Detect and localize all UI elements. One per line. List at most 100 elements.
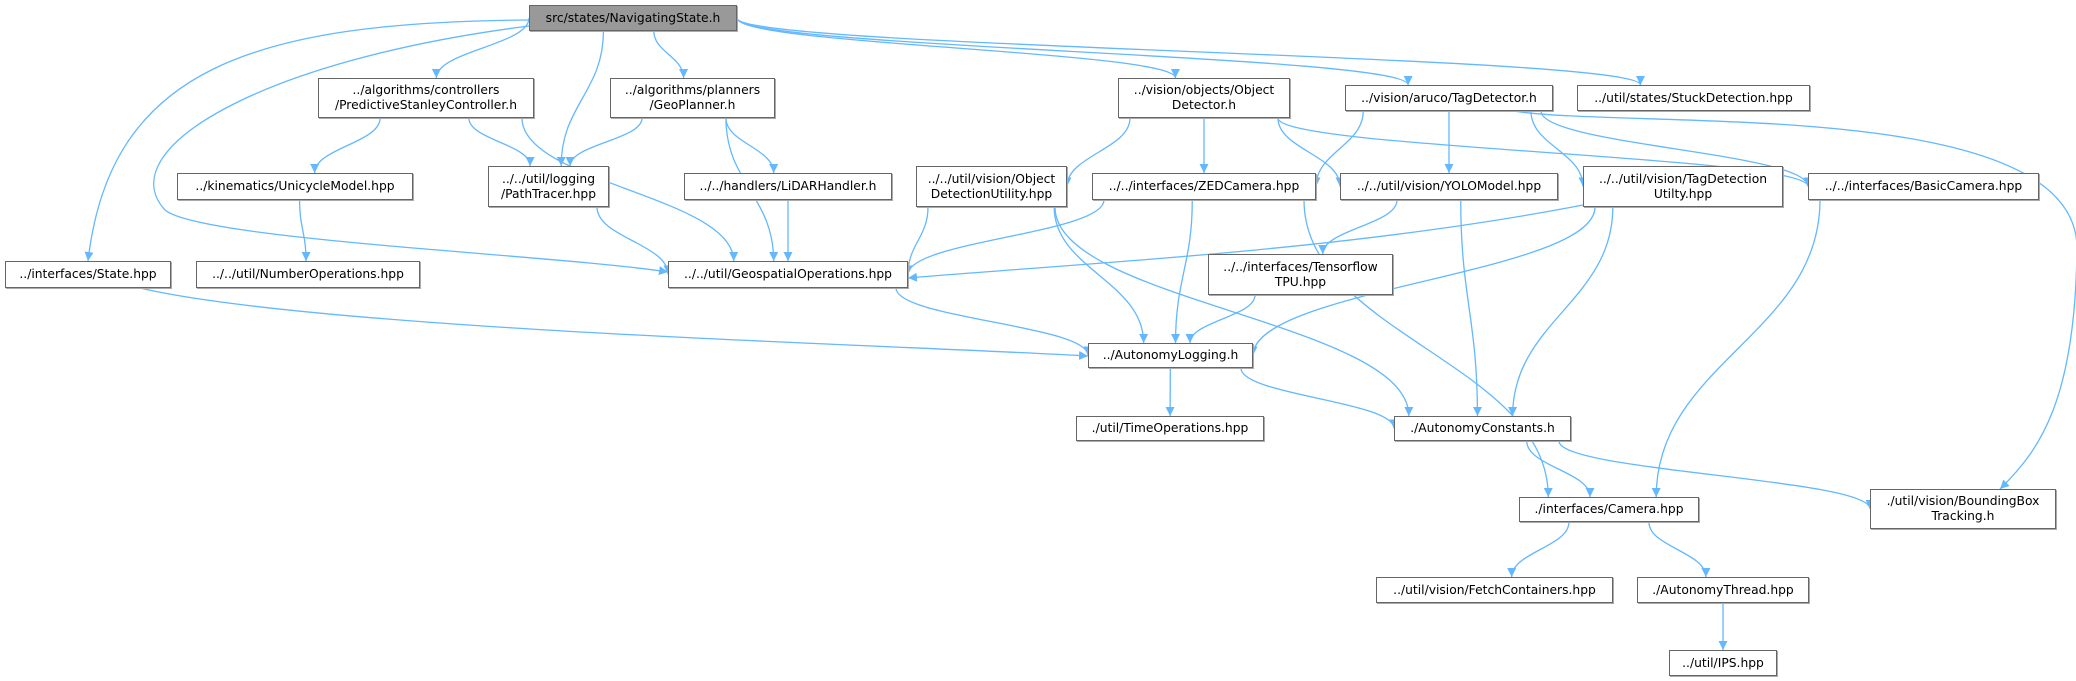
node-label-line: ../../util/GeospatialOperations.hpp — [684, 267, 892, 281]
edge-camera-to-fetch-containers — [1507, 521, 1570, 578]
node-label-line: src/states/NavigatingState.h — [545, 10, 721, 25]
node-label: ./AutonomyThread.hpp — [1652, 583, 1794, 598]
edge-geo-planner-to-lidar-handler — [725, 117, 779, 174]
node-label-line: /PredictiveStanleyController.h — [334, 98, 518, 112]
edge-root-to-geo-planner — [653, 30, 689, 79]
node-label-line: /GeoPlanner.h — [649, 98, 736, 112]
node-label-line: ../../interfaces/Tensorflow — [1223, 259, 1378, 274]
edge-root-to-predictive-stanley — [431, 17, 530, 79]
edge-path-tracer-to-geospatial-operations — [596, 206, 673, 275]
node-label-line: ../util/vision/FetchContainers.hpp — [1393, 582, 1596, 597]
node-ips[interactable]: ../util/IPS.hpp — [1669, 650, 1777, 676]
node-label-line: ../interfaces/State.hpp — [19, 267, 157, 281]
node-zed-camera[interactable]: ../../interfaces/ZEDCamera.hpp — [1092, 173, 1316, 200]
node-camera[interactable]: ./interfaces/Camera.hpp — [1519, 497, 1699, 522]
node-label-line: ../../handlers/LiDARHandler.h — [699, 179, 877, 193]
node-lidar-handler[interactable]: ../../handlers/LiDARHandler.h — [684, 173, 892, 200]
edge-root-to-state — [84, 19, 530, 262]
edge-predictive-stanley-to-unicycle-model — [310, 117, 381, 174]
node-geospatial-operations[interactable]: ../../util/GeospatialOperations.hpp — [668, 261, 908, 288]
node-number-operations[interactable]: ../../util/NumberOperations.hpp — [196, 261, 420, 288]
node-label-line: ../kinematics/UnicycleModel.hpp — [195, 179, 395, 193]
node-label-line: ../AutonomyLogging.h — [1102, 348, 1239, 362]
node-yolo-model[interactable]: ../../util/vision/YOLOModel.hpp — [1340, 173, 1558, 200]
node-label-line: Tracking.h — [1931, 509, 1995, 523]
node-time-operations[interactable]: ./util/TimeOperations.hpp — [1076, 416, 1264, 441]
edge-root-to-path-tracer — [556, 30, 605, 167]
node-label-line: DetectionUtility.hpp — [930, 186, 1053, 201]
node-state[interactable]: ../interfaces/State.hpp — [5, 261, 171, 288]
node-predictive-stanley[interactable]: ../algorithms/controllers/PredictiveStan… — [318, 78, 534, 118]
node-tag-detector[interactable]: ../vision/aruco/TagDetector.h — [1345, 85, 1553, 111]
edge-predictive-stanley-to-geospatial-operations — [521, 117, 739, 262]
node-label: ../../interfaces/BasicCamera.hpp — [1825, 179, 2022, 194]
edge-root-to-geospatial-operations — [153, 25, 669, 276]
edge-tag-detector-to-zed-camera — [1311, 110, 1364, 187]
node-label: ../../util/GeospatialOperations.hpp — [684, 267, 892, 282]
edge-geo-planner-to-path-tracer — [565, 117, 643, 167]
node-autonomy-logging[interactable]: ../AutonomyLogging.h — [1088, 343, 1253, 368]
edge-object-detection-utility-to-autonomy-logging — [1053, 206, 1149, 344]
node-label-line: /PathTracer.hpp — [500, 186, 597, 201]
edge-object-detection-utility-to-autonomy-constants — [1054, 206, 1414, 417]
node-label: ../util/vision/FetchContainers.hpp — [1393, 583, 1596, 598]
edge-tag-detector-to-tag-detection-utility — [1530, 110, 1588, 187]
node-label-line: ../vision/aruco/TagDetector.h — [1361, 90, 1537, 105]
node-basic-camera[interactable]: ../../interfaces/BasicCamera.hpp — [1808, 173, 2039, 200]
node-label: ../util/IPS.hpp — [1682, 656, 1764, 671]
edge-root-to-tag-detector — [736, 17, 1413, 86]
edge-tag-detection-utility-to-geospatial-operations — [907, 204, 1584, 282]
node-label-line: ../algorithms/controllers — [352, 83, 500, 97]
node-label-line: ../util/states/StuckDetection.hpp — [1594, 90, 1793, 105]
node-label-line: ./AutonomyConstants.h — [1410, 421, 1555, 435]
node-geo-planner[interactable]: ../algorithms/planners/GeoPlanner.h — [610, 78, 775, 118]
node-label-line: ../../util/vision/YOLOModel.hpp — [1356, 179, 1542, 193]
node-label-line: ../algorithms/planners — [624, 83, 761, 97]
node-stuck-detection[interactable]: ../util/states/StuckDetection.hpp — [1577, 85, 1810, 111]
node-path-tracer[interactable]: ../../util/logging/PathTracer.hpp — [488, 166, 609, 207]
node-autonomy-constants[interactable]: ./AutonomyConstants.h — [1394, 416, 1571, 441]
edge-object-detector-to-object-detection-utility — [1062, 117, 1131, 187]
edge-autonomy-constants-to-bounding-box-tracking — [1558, 440, 1875, 510]
node-label: ../algorithms/planners/GeoPlanner.h — [625, 83, 760, 113]
edge-tag-detection-utility-to-autonomy-logging — [1248, 206, 1596, 356]
node-fetch-containers[interactable]: ../util/vision/FetchContainers.hpp — [1376, 577, 1613, 603]
edge-unicycle-model-to-number-operations — [298, 199, 311, 262]
edge-tag-detector-to-basic-camera — [1540, 110, 1813, 187]
edge-yolo-model-to-autonomy-constants — [1460, 199, 1482, 417]
node-label-line: Utilty.hpp — [1653, 186, 1713, 201]
node-label: ../kinematics/UnicycleModel.hpp — [195, 179, 394, 194]
edge-camera-to-autonomy-thread — [1648, 521, 1711, 578]
node-label: ../../handlers/LiDARHandler.h — [700, 179, 877, 194]
edge-basic-camera-to-camera — [1651, 199, 1821, 498]
node-label: ./AutonomyConstants.h — [1410, 421, 1555, 436]
node-autonomy-thread[interactable]: ./AutonomyThread.hpp — [1637, 577, 1809, 603]
edge-yolo-model-to-tensorflow-t-p-u — [1318, 199, 1398, 255]
node-label-line: ../../util/NumberOperations.hpp — [212, 267, 404, 281]
node-unicycle-model[interactable]: ../kinematics/UnicycleModel.hpp — [177, 173, 413, 200]
node-label-line: ../../util/vision/TagDetection — [1598, 171, 1768, 186]
edge-zed-camera-to-autonomy-logging — [1171, 199, 1193, 344]
node-label: ../../interfaces/ZEDCamera.hpp — [1109, 179, 1300, 194]
node-label: ../vision/aruco/TagDetector.h — [1361, 91, 1537, 106]
edge-object-detection-utility-to-geospatial-operations — [903, 206, 929, 275]
node-label: ../../util/logging/PathTracer.hpp — [501, 172, 596, 202]
node-label-line: TPU.hpp — [1274, 274, 1327, 289]
node-root: src/states/NavigatingState.h — [529, 5, 737, 31]
node-label: ../algorithms/controllers/PredictiveStan… — [335, 83, 517, 113]
edge-root-to-object-detector — [736, 17, 1180, 79]
node-label: ../../util/vision/YOLOModel.hpp — [1357, 179, 1541, 194]
edge-autonomy-logging-to-autonomy-constants — [1240, 367, 1399, 429]
node-label: ../AutonomyLogging.h — [1103, 348, 1239, 363]
node-label: ../interfaces/State.hpp — [19, 267, 156, 282]
node-label-line: ./interfaces/Camera.hpp — [1534, 502, 1684, 516]
